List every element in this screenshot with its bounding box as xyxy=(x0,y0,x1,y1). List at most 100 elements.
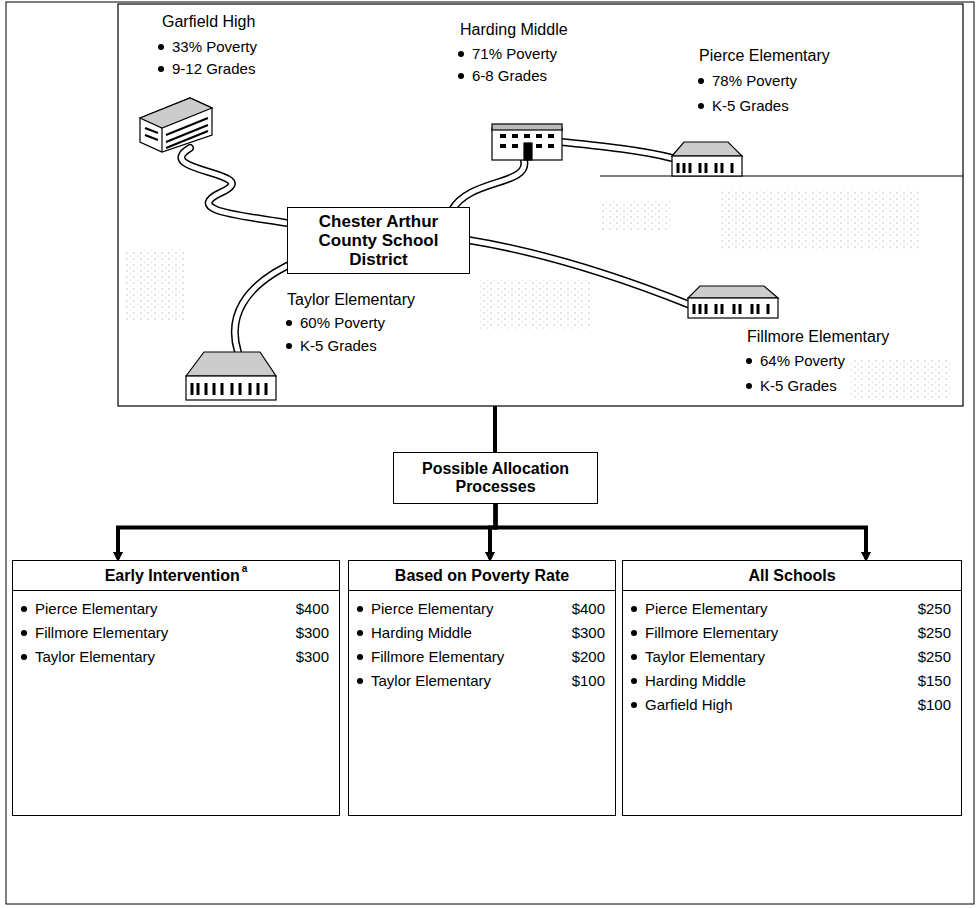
garfield-building-part xyxy=(140,98,212,152)
bullet-dot xyxy=(631,630,637,636)
allocation-box: All SchoolsPierce Elementary$250Fillmore… xyxy=(622,560,962,816)
school-fact: K-5 Grades xyxy=(698,97,791,115)
item-row: Fillmore Elementary $300 xyxy=(13,621,339,645)
box-text: Possible Allocation Processes xyxy=(402,460,589,496)
school-fact: 60% Poverty xyxy=(286,314,387,332)
bullet-dot xyxy=(631,606,637,612)
bullet-dot xyxy=(357,606,363,612)
school-name: Fillmore Elementary xyxy=(35,624,168,641)
item-name-cell: Pierce Elementary xyxy=(631,600,768,617)
trunk-line xyxy=(493,406,497,452)
ground-texture-part xyxy=(480,280,590,330)
roads-part-part xyxy=(181,148,292,224)
item-row: Garfield High $100 xyxy=(623,693,961,717)
taylor-building xyxy=(186,352,276,400)
school-fact-text: K-5 Grades xyxy=(298,337,379,355)
item-row: Fillmore Elementary$200 xyxy=(349,645,615,669)
branch-arrow xyxy=(118,504,496,559)
school-name-label: Taylor Elementary xyxy=(285,290,417,309)
item-name-cell: Garfield High xyxy=(631,696,733,713)
bullet-dot xyxy=(746,383,752,389)
footnote-mark: a xyxy=(242,563,248,574)
item-row: Taylor Elementary $250 xyxy=(623,645,961,669)
pierce-building-part xyxy=(678,163,732,173)
bullet-dot xyxy=(746,358,752,364)
school-name: Taylor Elementary xyxy=(35,648,155,665)
ground-texture xyxy=(125,190,950,400)
item-row: Pierce Elementary $250 xyxy=(623,597,961,621)
box-text: Chester Arthur County School District xyxy=(296,212,461,269)
garfield-building-part xyxy=(145,118,208,148)
roads-part-part xyxy=(452,160,524,210)
school-fact: 33% Poverty xyxy=(158,38,259,56)
school-fact-text: 33% Poverty xyxy=(170,38,259,56)
garfield-building-part xyxy=(161,128,162,152)
item-list: Pierce Elementary$250Fillmore Elementary… xyxy=(623,591,961,717)
ground-texture-part xyxy=(720,190,920,250)
school-name: Pierce Elementary xyxy=(697,46,832,65)
school-name: Harding Middle xyxy=(458,20,570,39)
amount: $400 xyxy=(572,600,605,617)
school-fact-text: 6-8 Grades xyxy=(470,67,549,85)
school-fact: 78% Poverty xyxy=(698,72,799,90)
bullet-dot xyxy=(458,51,464,57)
item-list: Pierce Elementary $400Fillmore Elementary… xyxy=(13,591,339,669)
fillmore-building-part xyxy=(688,298,778,318)
school-name-label: Fillmore Elementary xyxy=(745,327,891,346)
bullet-dot xyxy=(631,678,637,684)
school-name: Pierce Elementary xyxy=(645,600,768,617)
process-title-box: Possible Allocation Processes xyxy=(393,452,598,504)
item-row: Harding Middle $300 xyxy=(349,621,615,645)
school-fact-text: K-5 Grades xyxy=(710,97,791,115)
school-name: Taylor Elementary xyxy=(285,290,417,309)
bullet-dot xyxy=(158,44,164,50)
item-row: Pierce Elementary $400 xyxy=(13,597,339,621)
ground-texture-part xyxy=(850,360,950,400)
amount: $300 xyxy=(572,624,605,641)
district-box: Chester Arthur County School District xyxy=(287,207,470,274)
item-row: Taylor Elementary $300 xyxy=(13,645,339,669)
school-name: Harding Middle xyxy=(371,624,472,641)
figure-frame xyxy=(6,2,974,904)
bullet-dot xyxy=(698,78,704,84)
amount: $250 xyxy=(918,648,951,665)
school-fact: 64% Poverty xyxy=(746,352,847,370)
school-fact-text: 64% Poverty xyxy=(758,352,847,370)
amount: $250 xyxy=(918,600,951,617)
school-name: Taylor Elementary xyxy=(645,648,765,665)
amount: $300 xyxy=(296,648,329,665)
school-name-label: Harding Middle xyxy=(458,20,570,39)
bullet-dot xyxy=(21,654,27,660)
amount: $200 xyxy=(572,648,605,665)
fillmore-building-part xyxy=(694,304,768,314)
horizon-line xyxy=(600,175,963,176)
school-name: Harding Middle xyxy=(645,672,746,689)
school-name: Pierce Elementary xyxy=(35,600,158,617)
roads-part-part xyxy=(468,240,690,305)
pierce-building-part xyxy=(672,156,742,176)
box-heading: All Schools xyxy=(748,567,835,585)
allocation-box: Early InterventionaPierce Elementary $400… xyxy=(12,560,340,816)
taylor-building-part xyxy=(192,383,266,395)
school-name: Fillmore Elementary xyxy=(745,327,891,346)
amount: $400 xyxy=(296,600,329,617)
amount: $250 xyxy=(918,624,951,641)
box-heading: Early Intervention xyxy=(105,567,240,585)
school-fact-text: 60% Poverty xyxy=(298,314,387,332)
amount: $100 xyxy=(918,696,951,713)
item-name-cell: Taylor Elementary xyxy=(631,648,765,665)
harding-building-part xyxy=(524,143,532,160)
item-name-cell: Pierce Elementary xyxy=(21,600,158,617)
map-panel xyxy=(118,4,963,406)
roads-part-part xyxy=(468,240,690,305)
roads xyxy=(181,142,690,352)
roads-part-part xyxy=(181,148,292,224)
bullet-dot xyxy=(21,606,27,612)
amount: $150 xyxy=(918,672,951,689)
school-fact-text: 9-12 Grades xyxy=(170,60,257,78)
item-name-cell: Taylor Elementary xyxy=(357,672,491,689)
amount: $300 xyxy=(296,624,329,641)
school-name: Pierce Elementary xyxy=(371,600,494,617)
roads-part-part xyxy=(452,160,524,210)
